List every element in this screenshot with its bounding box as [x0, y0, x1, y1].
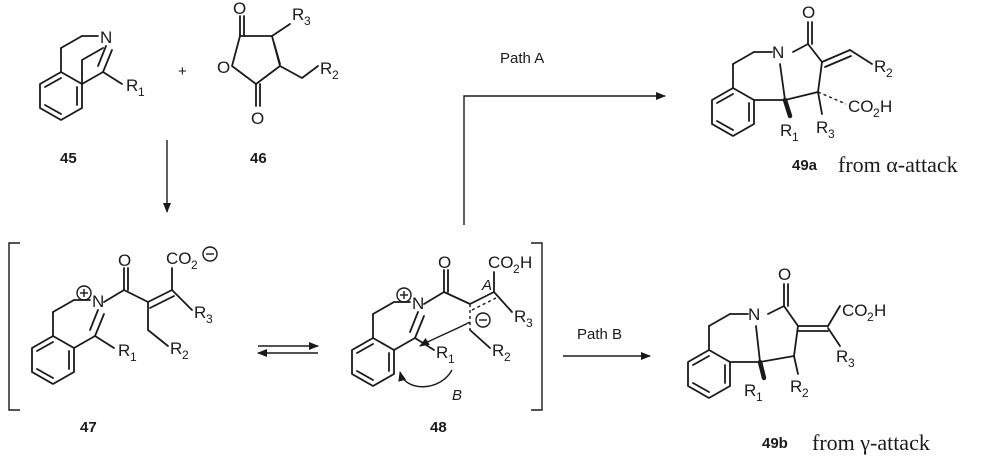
subscript: 3: [526, 316, 533, 330]
curved-arrow-b: [398, 369, 453, 388]
atom-R: R: [292, 5, 304, 24]
atom-O: O: [802, 3, 815, 22]
atom-R: R: [790, 377, 802, 396]
subscript: 1: [792, 130, 799, 144]
atom-R: R: [780, 121, 792, 140]
atom-N: N: [772, 43, 784, 62]
subscript: 3: [828, 127, 835, 141]
left-bracket: [8, 242, 20, 411]
alpha-attack-note: from α-attack: [838, 152, 958, 177]
atom-R: R: [170, 339, 182, 358]
compound-47-structure: N O CO 2 R 3 R 1 R 2: [31, 246, 218, 385]
subscript: 2: [513, 262, 520, 276]
atom-CO: CO: [848, 97, 874, 116]
atom-N: N: [412, 294, 424, 313]
subscript: 1: [130, 350, 137, 364]
atom-H: H: [520, 253, 532, 272]
atom-O: O: [217, 58, 230, 77]
atom-O: O: [118, 251, 131, 270]
atom-R: R: [126, 76, 138, 95]
atom-CO: CO: [842, 301, 868, 320]
subscript: 1: [756, 390, 763, 404]
compound-46-label: 46: [250, 150, 267, 167]
subscript: 3: [848, 356, 855, 370]
atom-N: N: [92, 292, 104, 311]
compound-47-label: 47: [80, 419, 97, 436]
atom-N: N: [100, 28, 112, 47]
atom-R: R: [118, 341, 130, 360]
compound-48-structure: N O CO 2 H R 3 R 1 R 2 A B: [351, 253, 533, 404]
path-b-label: Path B: [577, 326, 622, 343]
plus-sign: +: [178, 63, 187, 80]
compound-49a-label: 49a: [792, 157, 818, 174]
path-a-label: Path A: [500, 50, 544, 67]
atom-R: R: [744, 381, 756, 400]
subscript: 2: [191, 258, 198, 272]
arrow-b-label: B: [452, 387, 462, 404]
path-a-arrow: [463, 92, 666, 225]
atom-R: R: [514, 307, 526, 326]
curved-arrow-a: [419, 321, 471, 347]
atom-R: R: [492, 341, 504, 360]
compound-48-label: 48: [430, 419, 447, 436]
subscript: 2: [867, 310, 874, 324]
atom-R: R: [436, 343, 448, 362]
atom-R: R: [194, 303, 206, 322]
atom-R: R: [836, 347, 848, 366]
atom-O: O: [438, 253, 451, 272]
compound-45-structure: N R 1: [39, 28, 145, 121]
atom-R: R: [320, 59, 332, 78]
atom-H: H: [874, 301, 886, 320]
atom-R: R: [816, 118, 828, 137]
subscript: 2: [802, 386, 809, 400]
atom-CO: CO: [166, 249, 192, 268]
atom-O: O: [233, 0, 246, 18]
subscript: 3: [304, 14, 311, 28]
gamma-attack-note: from γ-attack: [812, 430, 930, 455]
compound-46-structure: O O O R 3 R 2: [217, 0, 339, 128]
subscript: 1: [138, 85, 145, 99]
subscript: 2: [504, 350, 511, 364]
subscript: 2: [873, 106, 880, 120]
subscript: 2: [332, 68, 339, 82]
subscript: 2: [886, 66, 893, 80]
compound-49b-label: 49b: [762, 435, 788, 452]
right-bracket: [531, 242, 543, 411]
atom-H: H: [880, 97, 892, 116]
compound-49b-structure: N O CO 2 H R 3 R 1 R 2: [687, 265, 886, 404]
atom-R: R: [874, 57, 886, 76]
atom-CO: CO: [488, 253, 514, 272]
atom-N: N: [748, 305, 760, 324]
atom-O: O: [251, 109, 264, 128]
arrow-a-label: A: [481, 277, 492, 294]
subscript: 3: [206, 312, 213, 326]
compound-49a-structure: N O R 2 R 1 R 3 CO 2 H: [711, 3, 893, 144]
compound-45-label: 45: [60, 150, 77, 167]
atom-O: O: [778, 265, 791, 284]
subscript: 1: [448, 352, 455, 366]
subscript: 2: [182, 348, 189, 362]
